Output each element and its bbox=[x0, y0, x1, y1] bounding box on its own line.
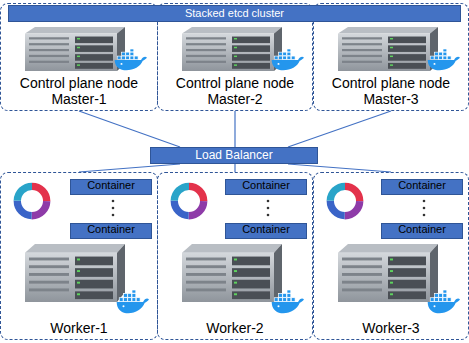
connector-line bbox=[234, 164, 235, 172]
node-label: Control plane node bbox=[314, 76, 468, 91]
docker-icon bbox=[117, 290, 149, 313]
worker-node: Worker-2ContainerContainer bbox=[157, 172, 313, 340]
node-label: Worker-1 bbox=[1, 321, 157, 336]
box-label: Container bbox=[382, 223, 462, 235]
connector-line bbox=[79, 111, 180, 147]
connector-line bbox=[288, 111, 391, 147]
text-wrap: Stacked etcd cluster bbox=[185, 7, 284, 19]
connector-line bbox=[79, 164, 180, 172]
connector-line bbox=[288, 164, 391, 172]
node-label: Worker-3 bbox=[314, 321, 468, 336]
box-label: Container bbox=[226, 179, 306, 191]
runtime-logo bbox=[330, 186, 359, 215]
text-wrap: Control plane nodeMaster-1 bbox=[1, 76, 157, 107]
docker-icon bbox=[272, 290, 304, 313]
box-label: Load Balancer bbox=[195, 149, 272, 162]
box-label: Container bbox=[71, 223, 151, 235]
runtime-logo bbox=[17, 186, 46, 215]
text-wrap: Worker-3 bbox=[314, 321, 468, 336]
server-image bbox=[182, 27, 282, 71]
docker-icon bbox=[428, 290, 460, 313]
worker-node: Worker-1ContainerContainer bbox=[0, 172, 158, 340]
box-label: Stacked etcd cluster bbox=[185, 7, 284, 19]
node-label: Control plane node bbox=[158, 76, 312, 91]
docker-icon bbox=[115, 49, 147, 70]
ellipsis-dots bbox=[112, 200, 426, 217]
container-box: Container bbox=[381, 223, 463, 239]
container-box: Container bbox=[225, 223, 307, 239]
server-image bbox=[338, 27, 438, 71]
text-wrap: Container bbox=[382, 179, 462, 191]
server-image bbox=[25, 244, 125, 302]
text-wrap: Container bbox=[71, 223, 151, 235]
server-image bbox=[25, 27, 125, 71]
text-wrap: Control plane nodeMaster-3 bbox=[314, 76, 468, 107]
etcd-band: Stacked etcd cluster bbox=[8, 5, 461, 22]
docker-icon bbox=[428, 49, 460, 70]
container-box: Container bbox=[381, 179, 463, 195]
node-label: Master-1 bbox=[1, 92, 157, 107]
server-image bbox=[338, 244, 438, 302]
box-label: Container bbox=[71, 179, 151, 191]
box-label: Container bbox=[226, 223, 306, 235]
connector-line bbox=[234, 111, 235, 147]
node-label: Control plane node bbox=[1, 76, 157, 91]
container-box: Container bbox=[225, 179, 307, 195]
text-wrap: Load Balancer bbox=[195, 149, 272, 162]
server-image bbox=[182, 244, 282, 302]
node-label: Master-2 bbox=[158, 92, 312, 107]
text-wrap: Control plane nodeMaster-2 bbox=[158, 76, 312, 107]
text-wrap: Container bbox=[382, 223, 462, 235]
text-wrap: Container bbox=[226, 179, 306, 191]
docker-icon bbox=[272, 49, 304, 70]
text-wrap: Worker-1 bbox=[1, 321, 157, 336]
runtime-logo bbox=[174, 186, 203, 215]
container-box: Container bbox=[70, 223, 152, 239]
container-box: Container bbox=[70, 179, 152, 195]
node-label: Master-3 bbox=[314, 92, 468, 107]
node-label: Worker-2 bbox=[158, 321, 312, 336]
load-balancer: Load Balancer bbox=[150, 147, 318, 164]
text-wrap: Container bbox=[71, 179, 151, 191]
text-wrap: Container bbox=[226, 223, 306, 235]
box-label: Container bbox=[382, 179, 462, 191]
text-wrap: Worker-2 bbox=[158, 321, 312, 336]
worker-node: Worker-3ContainerContainer bbox=[313, 172, 469, 340]
